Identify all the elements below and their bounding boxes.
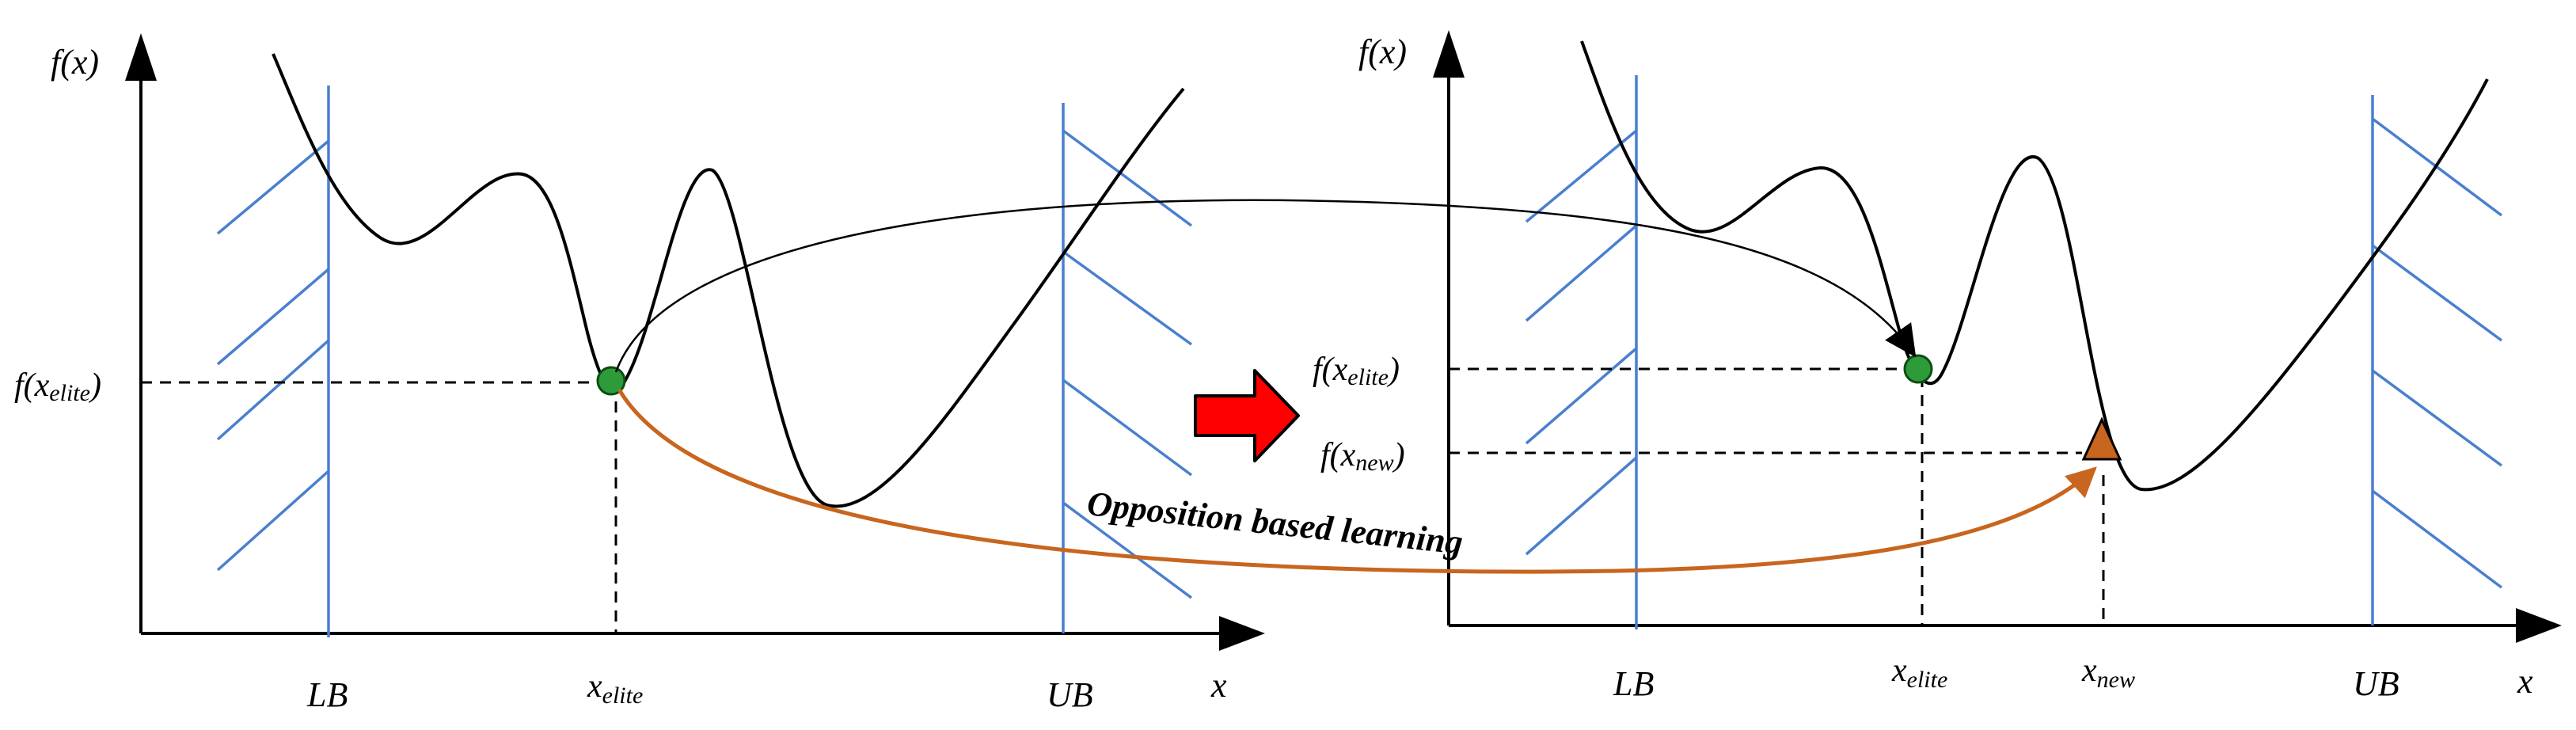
right-y-axis-arrowhead — [1433, 30, 1465, 78]
left-fitness-curve — [272, 53, 1185, 508]
right-lb-boundary — [1525, 75, 1638, 629]
left-panel: f(x) x LB UB xelite f(xelite) — [14, 33, 1265, 714]
right-x-new-label: xnew — [2081, 652, 2135, 693]
right-panel: f(x) x LB UB xelite xnew f(xelite) f(xne… — [1313, 30, 2562, 703]
right-new-point — [2081, 416, 2122, 461]
right-x-axis-label: x — [2517, 662, 2533, 701]
left-lb-boundary — [216, 86, 330, 637]
right-guides — [1449, 367, 2105, 625]
opposition-label: Opposition based learning — [1085, 484, 1465, 562]
right-ub-boundary — [2371, 95, 2503, 625]
right-f-elite-label: f(xelite) — [1313, 352, 1400, 390]
right-y-axis-label: f(x) — [1358, 32, 1407, 71]
left-elite-point — [596, 366, 626, 396]
right-ub-label: UB — [2353, 664, 2399, 703]
right-fitness-curve — [1580, 40, 2489, 492]
left-ub-label: UB — [1047, 675, 1093, 714]
left-x-elite-label: xelite — [587, 668, 643, 709]
left-x-axis-arrowhead — [1219, 616, 1265, 651]
left-ub-boundary — [1062, 103, 1193, 633]
right-arrow-icon — [1194, 369, 1300, 462]
left-elite-guides — [141, 381, 617, 633]
left-x-axis-label: x — [1210, 666, 1227, 705]
right-x-axis-arrowhead — [2516, 608, 2562, 643]
elite-transfer-arrow — [614, 199, 1917, 373]
right-lb-label: LB — [1613, 664, 1654, 703]
left-y-axis-arrowhead — [125, 33, 157, 81]
right-x-elite-label: xelite — [1891, 652, 1947, 693]
right-elite-point — [1903, 354, 1933, 384]
opposition-arrow — [617, 388, 2097, 574]
left-f-elite-label: f(xelite) — [14, 367, 101, 406]
left-y-axis-label: f(x) — [51, 43, 99, 82]
right-f-new-label: f(xnew) — [1320, 437, 1405, 476]
left-lb-label: LB — [306, 675, 348, 714]
